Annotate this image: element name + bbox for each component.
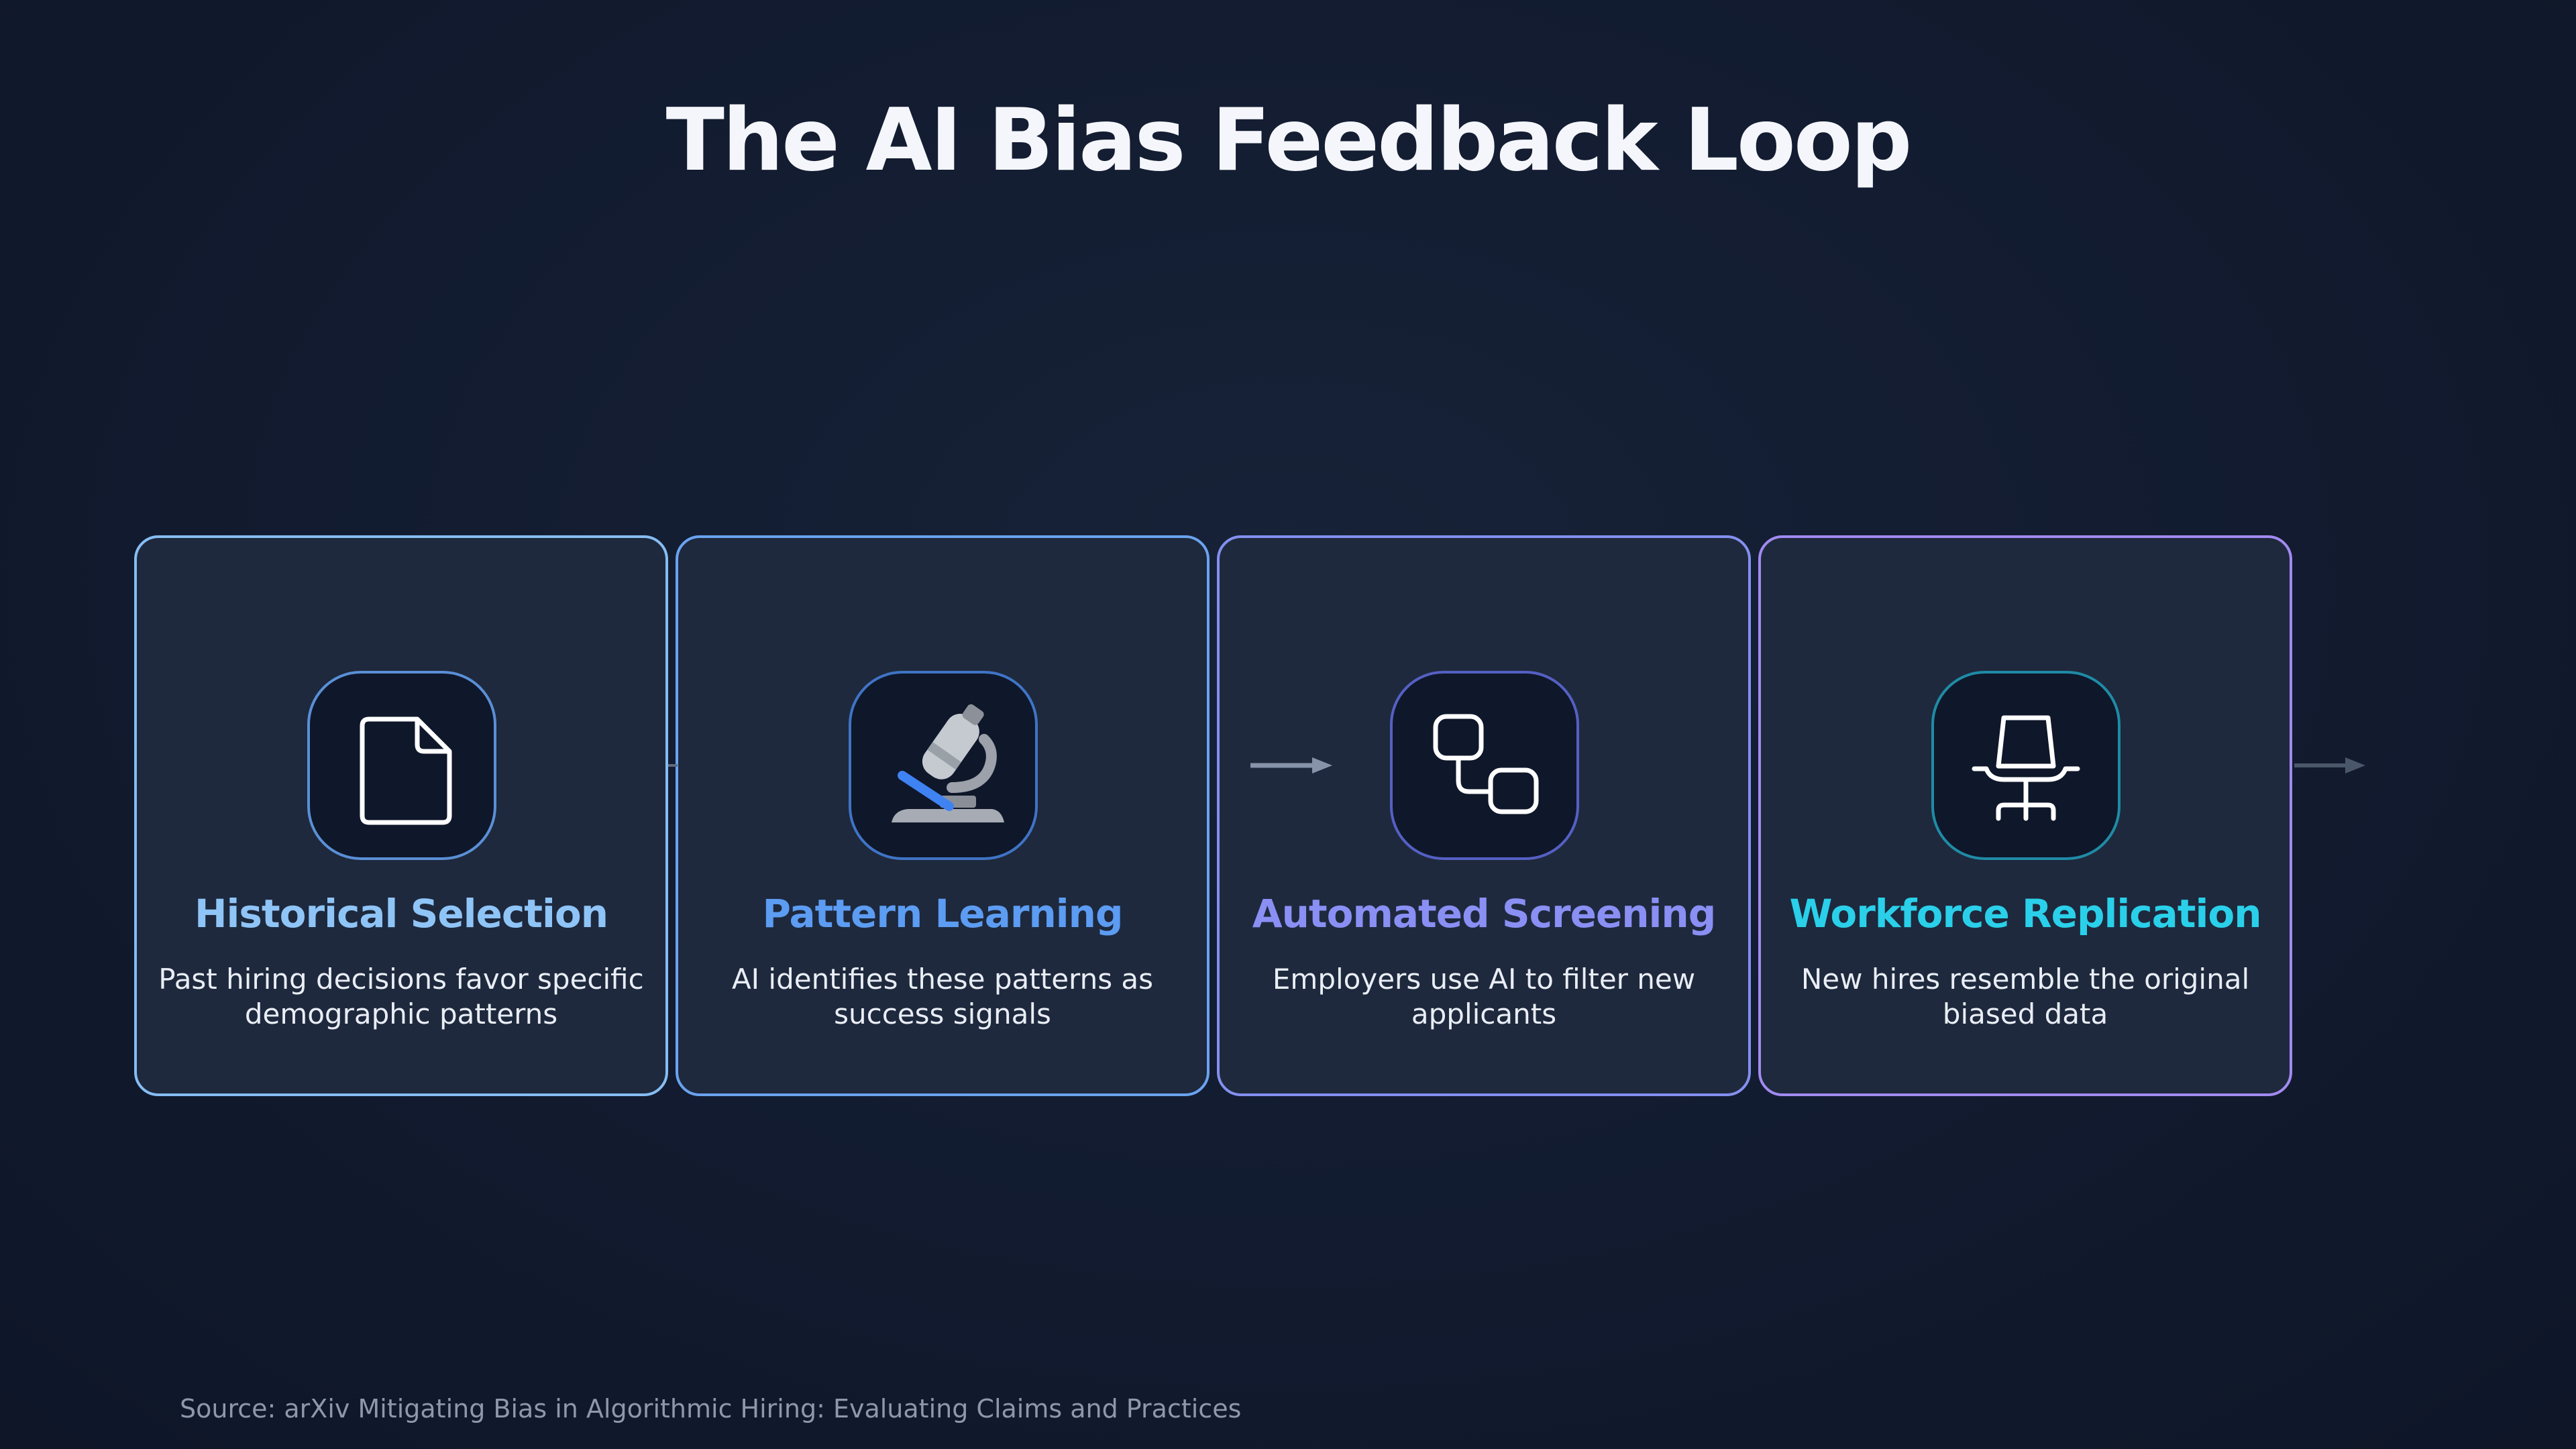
step-card-workforce-replication: Workforce Replication New hires resemble… [1758, 535, 2292, 1096]
step-description: Past hiring decisions favor specific dem… [158, 963, 644, 1030]
source-citation: Source: arXiv Mitigating Bias in Algorit… [180, 1394, 1242, 1424]
step-card-historical-selection: Historical Selection Past hiring decisio… [134, 535, 668, 1096]
step-title: Automated Screening [1252, 891, 1717, 936]
office-chair-icon [1972, 715, 2080, 821]
arrow-right-icon [2294, 757, 2365, 773]
step-title: Pattern Learning [762, 891, 1124, 936]
step-card-automated-screening: Automated Screening Employers use AI to … [1217, 535, 1751, 1096]
step-card-pattern-learning: Pattern Learning AI identifies these pat… [676, 535, 1210, 1096]
workflow-nodes-icon [1433, 714, 1539, 814]
step-title: Workforce Replication [1789, 891, 2261, 936]
step-icon-container [1390, 671, 1579, 860]
document-icon [360, 716, 452, 825]
step-description: New hires resemble the original biased d… [1801, 963, 2250, 1030]
arrow-right-icon [668, 764, 678, 767]
microscope-icon [892, 704, 1004, 822]
step-icon-container [307, 671, 496, 860]
step-icon-container [1931, 671, 2121, 860]
step-description: Employers use AI to filter new applicant… [1272, 963, 1696, 1030]
step-description: AI identifies these patterns as success … [731, 963, 1154, 1030]
page-title: The AI Bias Feedback Loop [665, 91, 1913, 191]
step-title: Historical Selection [194, 891, 608, 936]
arrow-right-icon [1250, 757, 1332, 773]
step-icon-container [849, 671, 1038, 860]
